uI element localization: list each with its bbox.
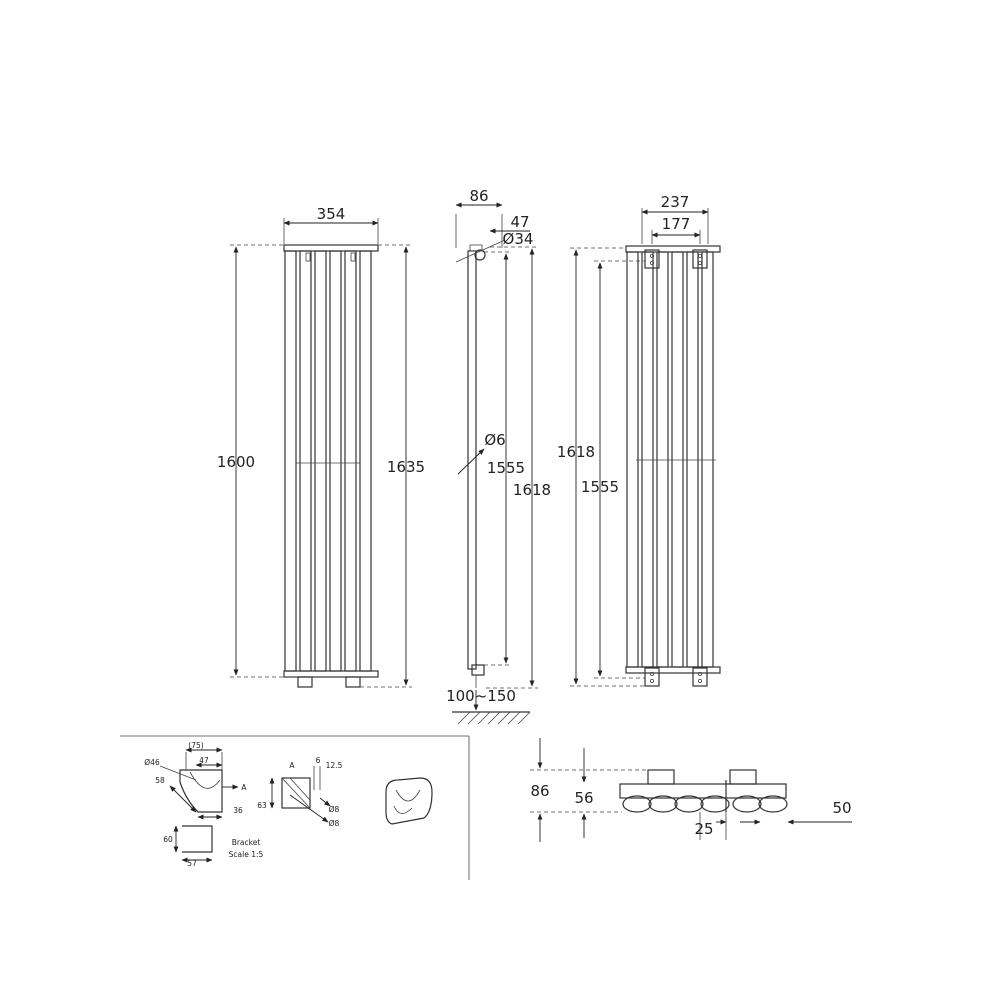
front-tubes: [284, 250, 372, 672]
rear-height-inner-label: 1555: [581, 478, 619, 496]
front-bottom-header: [283, 670, 379, 678]
front-height-inner-label: 1600: [217, 453, 255, 471]
top-view: 86 56 25 50: [530, 738, 852, 842]
top-header-bar: [619, 783, 787, 799]
bracket-caption-line2: Scale 1:5: [229, 850, 264, 859]
rear-bracket-bottom-left: [644, 667, 660, 687]
side-floor-clearance-label: 100~150: [446, 687, 516, 705]
rear-bracket-bottom-right: [692, 667, 708, 687]
dim-8a-label: Ø8: [329, 805, 340, 814]
front-width-label: 354: [317, 205, 346, 223]
front-foot-right: [345, 676, 361, 688]
dim-60-label: 60: [163, 835, 173, 844]
top-depth-label: 86: [530, 782, 549, 800]
dim-36-label: 36: [233, 806, 243, 815]
bracket-plan: [182, 825, 213, 853]
section-a1-label: A: [241, 783, 247, 792]
bracket-detail: (75) 47 Ø46 58 A 36 60 57 Bracket Scale …: [120, 735, 470, 880]
dim-58-label: 58: [155, 776, 165, 785]
top-spacing-label: 50: [832, 799, 851, 817]
side-pipe-diameter-label: Ø34: [503, 230, 534, 248]
rear-bracket-inner-label: 177: [662, 215, 691, 233]
dim-63-label: 63: [257, 801, 267, 810]
floor-hatch: [457, 711, 531, 725]
side-valve-diameter-label: Ø6: [484, 431, 505, 449]
top-tube-label: 56: [574, 789, 593, 807]
rear-view: 237 177 1618 1555: [557, 193, 721, 687]
dim-47-label: 47: [199, 756, 209, 765]
dim-46-label: Ø46: [144, 758, 160, 767]
rear-tubes: [626, 251, 714, 668]
section-a-detail: [281, 777, 311, 809]
dim-8b-label: Ø8: [329, 819, 340, 828]
bracket-3d: [385, 777, 433, 825]
rear-top-header: [625, 245, 721, 253]
side-height-inner-label: 1555: [487, 459, 525, 477]
top-gap-label: 25: [694, 820, 713, 838]
dim-75-label: (75): [188, 741, 203, 750]
side-height-outer-label: 1618: [513, 481, 551, 499]
side-view: 86 47 Ø34 Ø6 1555 1618 100~150: [446, 187, 551, 725]
side-bottom-connector: [471, 664, 485, 676]
top-bracket-right: [729, 769, 757, 785]
bracket-caption-line1: Bracket: [232, 838, 261, 847]
side-depth-label: 86: [469, 187, 488, 205]
rear-bracket-top-right: [692, 249, 708, 269]
dim-12-5-label: 12.5: [326, 761, 343, 770]
front-foot-left: [297, 676, 313, 688]
rear-bracket-top-left: [644, 249, 660, 269]
top-bracket-left: [647, 769, 675, 785]
side-offset-label: 47: [510, 213, 529, 231]
top-tubes: [622, 795, 788, 813]
front-top-header: [283, 244, 379, 252]
section-a2-label: A: [289, 761, 295, 770]
front-height-outer-label: 1635: [387, 458, 425, 476]
side-top-connector: [474, 249, 486, 261]
rear-bracket-outer-label: 237: [661, 193, 690, 211]
rear-height-outer-label: 1618: [557, 443, 595, 461]
dim-57-label: 57: [187, 859, 197, 868]
dim-6-label: 6: [316, 756, 321, 765]
front-view: 354 1600 1635: [217, 205, 425, 688]
